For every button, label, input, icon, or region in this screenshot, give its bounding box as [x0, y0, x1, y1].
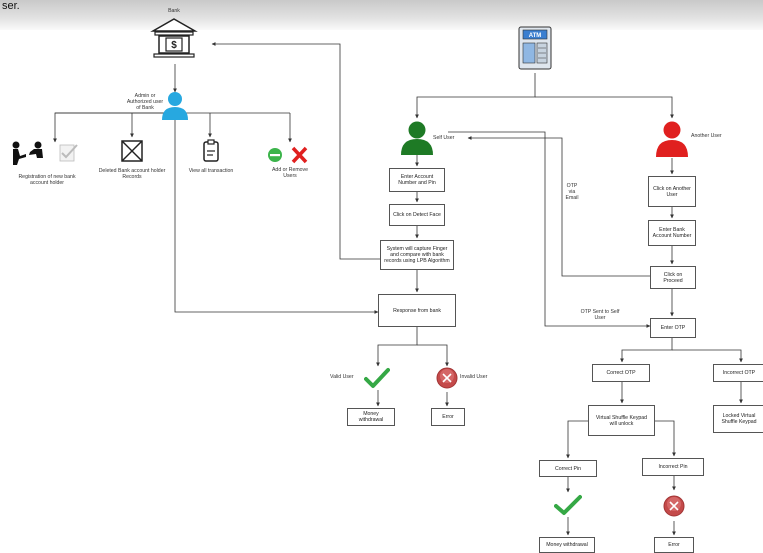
watermark-text: ser.: [2, 0, 20, 12]
node-correct-pin[interactable]: Correct Pin: [539, 460, 597, 477]
self-user-label: Self User: [433, 135, 455, 141]
node-click-another-user[interactable]: Click on Another User: [648, 176, 696, 207]
document-check-icon: [58, 141, 80, 168]
self-user-icon: [400, 120, 434, 161]
valid-user-label: Valid User: [330, 374, 354, 380]
admin-label: Admin or Authorized user of Bank: [126, 93, 164, 111]
add-remove-icon: [266, 146, 314, 169]
node-correct-otp[interactable]: Correct OTP: [592, 364, 650, 382]
watermark-band: ser.: [0, 0, 763, 30]
invalid-x-icon: [435, 366, 459, 397]
invalid-user-label: Invalid User: [460, 374, 488, 380]
admin-function-view: View all transaction: [188, 168, 234, 174]
node-click-proceed[interactable]: Click on Proceed: [650, 266, 696, 289]
admin-function-add-remove: Add or Remove Users: [271, 167, 309, 179]
clipboard-icon: [202, 139, 220, 168]
bank-label: Bank: [168, 8, 180, 14]
node-response-from-bank[interactable]: Response from bank: [378, 294, 456, 327]
correct-pin-check-icon: [554, 494, 582, 521]
atm-icon: ATM: [517, 25, 553, 76]
node-enter-otp[interactable]: Enter OTP: [650, 318, 696, 338]
admin-user-icon: [161, 91, 189, 126]
svg-text:$: $: [171, 40, 177, 51]
incorrect-pin-x-icon: [662, 492, 686, 525]
node-locked-virtual[interactable]: Locked Virtual Shuffle Keypad: [713, 405, 763, 433]
node-enter-account-pin[interactable]: Enter Account Number and Pin: [389, 168, 445, 192]
node-money-withdrawal-1[interactable]: Money withdrawal: [347, 408, 395, 426]
node-system-capture[interactable]: System will capture Finger and compare w…: [380, 240, 454, 270]
node-click-detect-face[interactable]: Click on Detect Face: [389, 204, 445, 226]
otp-via-email-label: OTP via Email: [565, 183, 579, 201]
node-incorrect-pin[interactable]: Incorrect Pin: [642, 458, 704, 476]
node-error-1[interactable]: Error: [431, 408, 465, 426]
node-virtual-shuffle[interactable]: Virtual Shuffle Keypad will unlock: [588, 405, 655, 436]
node-enter-bank-account[interactable]: Enter Bank Account Number: [648, 220, 696, 246]
node-incorrect-otp[interactable]: Incorrect OTP: [713, 364, 763, 382]
another-user-label: Another User: [691, 133, 722, 139]
otp-sent-label: OTP Sent to Self User: [580, 309, 620, 321]
delete-box-icon: [120, 139, 144, 168]
admin-function-register: Registration of new bank account holder: [18, 174, 76, 186]
node-money-withdrawal-2[interactable]: Money withdrawal: [539, 537, 595, 553]
admin-function-delete: Deleted Bank account holder Records: [98, 168, 166, 180]
valid-check-icon: [364, 367, 390, 394]
another-user-icon: [655, 120, 689, 163]
handshake-icon: [10, 140, 50, 171]
bank-icon: $: [150, 17, 198, 66]
node-error-2[interactable]: Error: [654, 537, 694, 553]
svg-text:ATM: ATM: [529, 33, 542, 39]
